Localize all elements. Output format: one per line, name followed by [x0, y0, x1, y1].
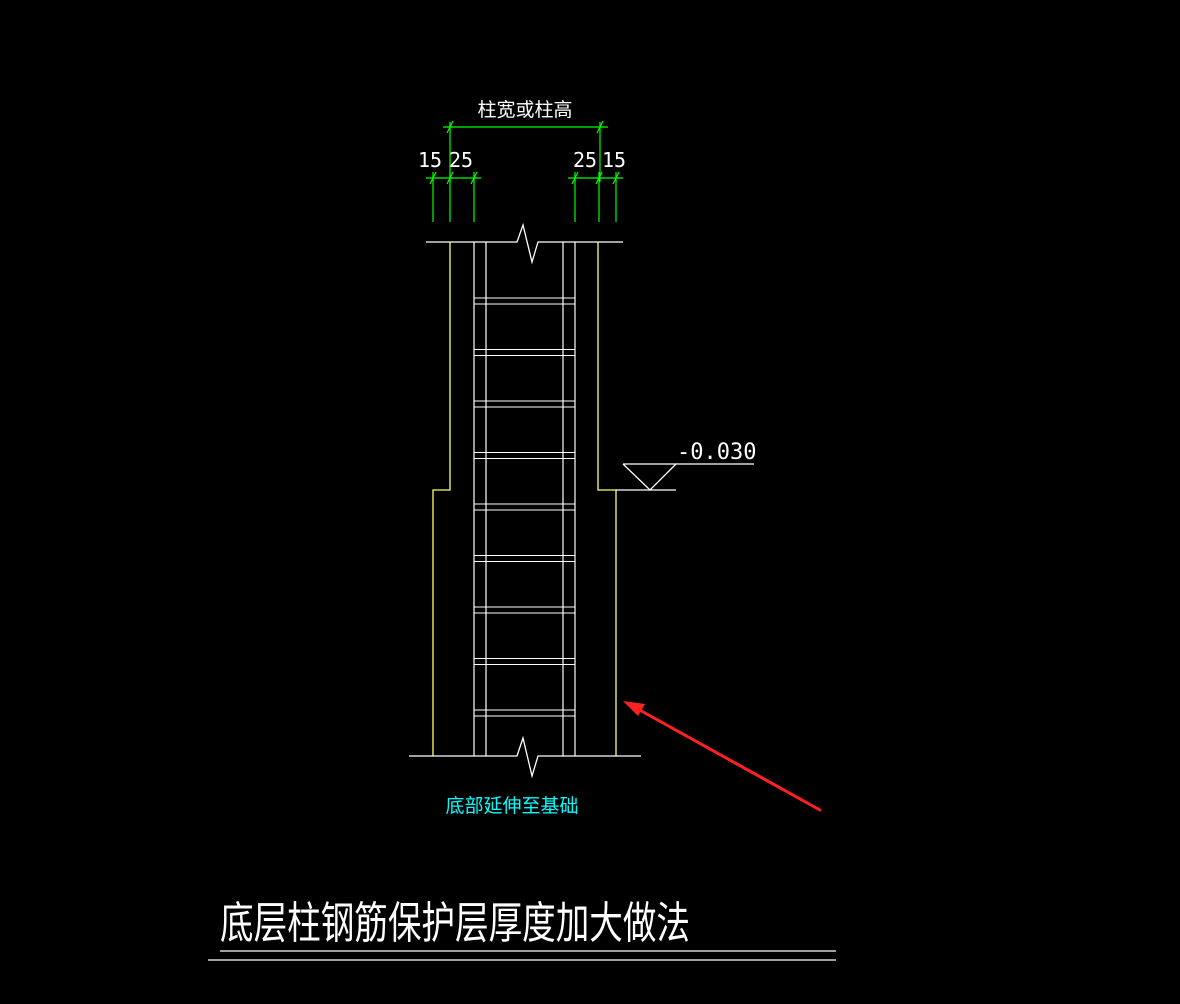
dim-tick-e — [595, 171, 603, 185]
red-pointer-arrow — [623, 701, 822, 812]
dim-tick-d — [571, 171, 579, 185]
drawing-title: 底层柱钢筋保护层厚度加大做法 — [220, 898, 690, 949]
elevation-label: -0.030 — [677, 440, 756, 465]
concrete-outline-left — [432, 242, 451, 756]
elevation-triangle — [622, 463, 678, 491]
top-break-line — [426, 222, 623, 265]
dim-tick-f — [612, 171, 620, 185]
bottom-break-line — [409, 735, 641, 779]
dim-label-right-outer: 15 — [602, 148, 626, 172]
bottom-note: 底部延伸至基础 — [445, 795, 578, 817]
arrow-shaft — [634, 706, 822, 812]
concrete-outline — [432, 242, 617, 756]
dim-label-left-outer: 15 — [418, 148, 442, 172]
dim-label-left-inner: 25 — [449, 148, 473, 172]
arrow-head — [623, 701, 645, 716]
longitudinal-rebars — [473, 242, 576, 756]
dim-label-overall: 柱宽或柱高 — [477, 99, 572, 121]
elevation-marker — [616, 463, 754, 491]
dim-tick-a — [429, 171, 437, 185]
dimension-group — [426, 120, 623, 222]
dim-label-right-inner: 25 — [573, 148, 597, 172]
stirrup-group — [474, 297, 575, 717]
dim-tick-b — [446, 171, 454, 185]
concrete-outline-right — [597, 242, 617, 756]
dim-tick-c — [470, 171, 478, 185]
